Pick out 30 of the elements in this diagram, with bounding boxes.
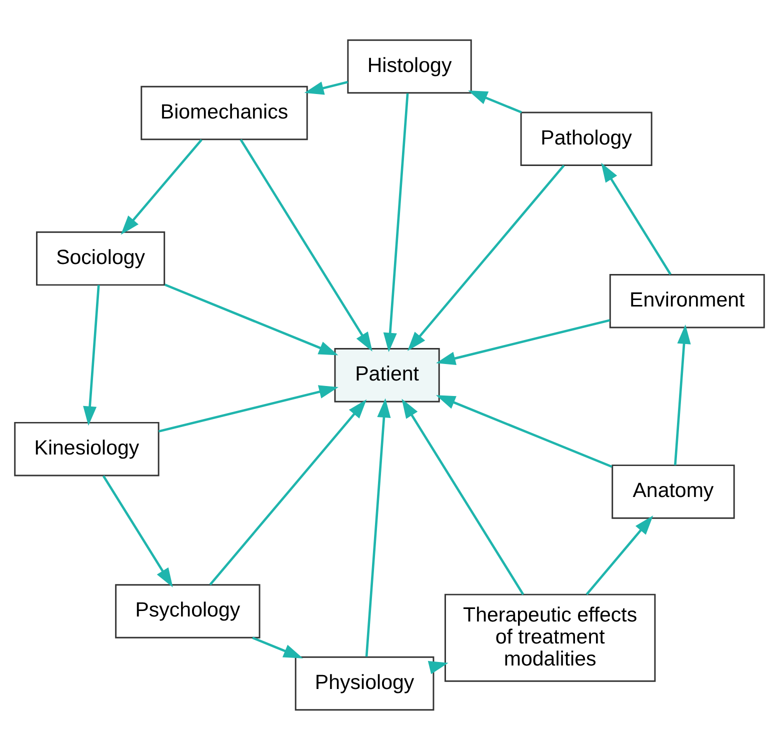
arrow	[468, 90, 522, 114]
arrow	[208, 399, 366, 586]
arrow	[102, 475, 172, 588]
node-box: Anatomy	[611, 464, 734, 519]
arrow	[401, 398, 524, 596]
arrow	[82, 284, 100, 426]
arrow	[382, 93, 408, 352]
arrow	[164, 284, 338, 356]
node-box: Pathology	[520, 112, 652, 166]
arrow	[435, 395, 612, 468]
arrow	[158, 385, 338, 433]
arrow	[585, 516, 653, 596]
node-box: Patient	[334, 348, 440, 402]
arrow	[427, 660, 448, 674]
arrow	[239, 138, 372, 352]
node-box: Environment	[608, 274, 764, 328]
arrow	[364, 398, 390, 657]
node-box: Therapeutic effects of treatment modalities	[444, 594, 656, 682]
arrow	[120, 138, 202, 235]
node-box: Biomechanics	[140, 86, 308, 140]
arrow	[436, 319, 610, 366]
node-box: Kinesiology	[14, 422, 159, 476]
node-box: Histology	[346, 39, 472, 94]
arrow	[252, 636, 302, 658]
arrow	[674, 324, 690, 466]
arrow	[406, 164, 564, 351]
node-box: Sociology	[36, 231, 165, 286]
arrow	[600, 162, 671, 275]
node-box: Psychology	[114, 584, 260, 638]
arrow	[304, 80, 348, 95]
